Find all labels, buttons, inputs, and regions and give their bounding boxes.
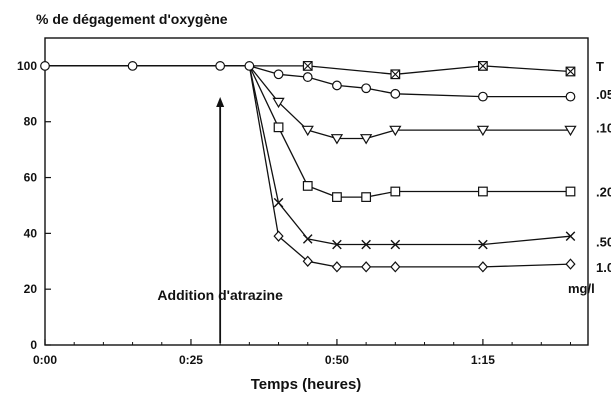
chart-title: % de dégagement d'oxygène <box>36 11 228 27</box>
x-tick-label: 0:50 <box>325 353 349 367</box>
marker-series-5 <box>273 230 284 242</box>
legend-label-5: 1.0 <box>596 260 611 275</box>
marker-series-3 <box>332 192 342 202</box>
marker-series-0 <box>478 61 488 71</box>
marker-series-1 <box>302 72 313 82</box>
x-tick-label: 1:15 <box>471 353 495 367</box>
marker-series-0 <box>302 61 313 71</box>
marker-series-3 <box>361 192 372 202</box>
marker-series-4 <box>302 234 313 244</box>
marker-series-3 <box>273 122 284 133</box>
marker-series-1 <box>361 83 372 94</box>
legend: T .05 .10 .20 .50 1.0mg/l <box>568 59 611 296</box>
marker-series-2 <box>389 125 402 137</box>
marker-series-3 <box>390 186 401 197</box>
y-tick-label: 80 <box>24 115 38 129</box>
series-lines <box>45 65 571 268</box>
marker-series-2 <box>564 125 577 137</box>
marker-series-0 <box>127 61 138 71</box>
legend-label-3: .20 <box>596 185 611 200</box>
marker-series-2 <box>301 125 314 137</box>
marker-series-5 <box>302 255 313 267</box>
marker-series-1 <box>478 91 488 102</box>
legend-unit-label: mg/l <box>568 281 595 296</box>
marker-series-1 <box>332 80 342 91</box>
marker-series-0 <box>565 66 576 77</box>
marker-series-0 <box>215 61 226 71</box>
marker-series-0 <box>244 61 255 71</box>
y-tick-label: 20 <box>24 282 38 296</box>
annotation-group: Addition d'atrazine <box>157 96 283 343</box>
y-tick-label: 100 <box>17 59 37 73</box>
marker-series-4 <box>565 231 576 241</box>
marker-cross <box>303 61 313 71</box>
legend-label-4: .50 <box>596 235 611 250</box>
x-tick-label: 0:00 <box>33 353 57 367</box>
annotation-text: Addition d'atrazine <box>157 287 283 303</box>
x-axis-label: Temps (heures) <box>251 376 362 393</box>
series-line-4 <box>45 65 571 246</box>
marker-series-4 <box>361 239 371 250</box>
marker-series-3 <box>302 181 313 191</box>
marker-series-0 <box>390 69 401 80</box>
marker-series-2 <box>476 125 490 137</box>
marker-series-2 <box>272 97 285 109</box>
legend-label-2: .10 <box>596 120 611 135</box>
legend-label-1: .05 <box>596 87 611 102</box>
marker-series-2 <box>330 134 344 145</box>
y-tick-label: 40 <box>24 226 38 240</box>
marker-series-5 <box>361 261 372 273</box>
y-tick-label: 60 <box>24 171 38 185</box>
marker-series-2 <box>359 134 373 145</box>
marker-series-4 <box>273 197 284 208</box>
plot-frame <box>44 37 589 346</box>
marker-series-1 <box>273 69 284 80</box>
annotation-arrow-head <box>216 96 225 107</box>
marker-cross <box>478 61 488 71</box>
marker-cross <box>565 66 576 77</box>
marker-series-0 <box>40 61 50 71</box>
y-tick-label: 0 <box>30 338 37 352</box>
marker-series-4 <box>332 239 342 250</box>
marker-series-4 <box>478 239 488 250</box>
marker-series-3 <box>478 186 488 197</box>
marker-series-1 <box>390 88 401 99</box>
marker-series-5 <box>565 258 576 270</box>
marker-series-4 <box>390 239 401 250</box>
marker-series-3 <box>565 186 576 197</box>
marker-series-5 <box>331 261 343 273</box>
marker-cross <box>390 69 401 79</box>
x-tick-label: 0:25 <box>179 353 203 367</box>
marker-series-1 <box>565 91 576 102</box>
axes: 0 20 40 60 80 100 0:00 0:25 0:50 1:15 <box>17 59 571 367</box>
marker-series-5 <box>477 261 489 273</box>
marker-series-5 <box>390 261 401 273</box>
series-markers <box>40 61 577 273</box>
legend-label-0: T <box>596 59 604 74</box>
